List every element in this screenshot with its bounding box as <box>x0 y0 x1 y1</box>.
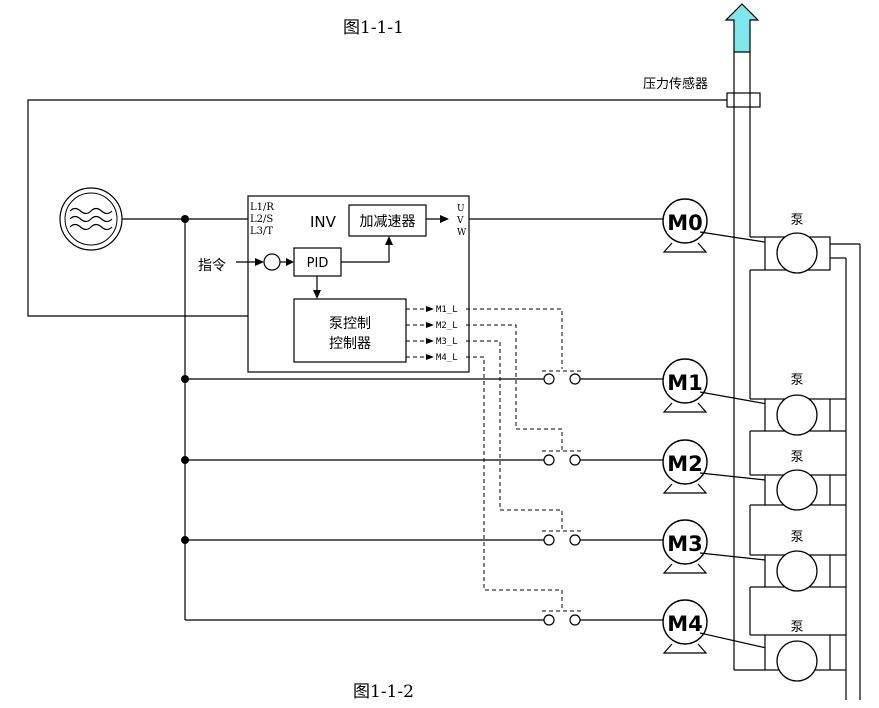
pid-input-arrow-icon <box>286 258 294 266</box>
m2-output-label: M2_L <box>436 321 458 331</box>
pid-to-controller-arrow-icon <box>313 290 321 299</box>
accel-decel-label: 加减速器 <box>360 214 416 230</box>
terminal-u: U <box>457 204 465 214</box>
summing-junction <box>263 253 281 271</box>
contactor-m4 <box>542 610 582 626</box>
m4-output-label: M4_L <box>436 353 458 363</box>
control-dashed-lines <box>466 308 563 610</box>
motor-m4: M4 <box>662 599 708 654</box>
outlet-arrow-icon <box>724 3 760 53</box>
m1-output-label: M1_L <box>436 305 458 315</box>
inv-label: INV <box>310 213 337 231</box>
motor-m0-label: M0 <box>667 211 703 235</box>
control-outputs <box>406 306 434 360</box>
pressure-sensor <box>726 92 761 108</box>
terminal-w: W <box>457 228 467 238</box>
pump-1: 泵 <box>764 373 831 436</box>
terminal-l1: L1/R <box>250 202 274 213</box>
motor-shafts <box>699 231 785 653</box>
m3-output-label: M3_L <box>436 337 458 347</box>
accel-output-arrow-icon <box>440 215 449 223</box>
motor-m1-label: M1 <box>667 371 703 395</box>
command-label: 指令 <box>198 258 226 274</box>
pump-controller-box <box>293 298 407 363</box>
accel-decel-box <box>348 204 427 237</box>
pump-4: 泵 <box>764 620 831 682</box>
sine-wave-icon <box>69 207 113 215</box>
pump-3-label: 泵 <box>790 530 803 545</box>
pump-4-label: 泵 <box>790 620 803 635</box>
terminal-v: V <box>456 216 464 226</box>
motor-m1: M1 <box>662 358 708 413</box>
power-bus <box>122 215 248 620</box>
pump-3: 泵 <box>764 530 831 592</box>
pid-label: PID <box>307 256 329 271</box>
main-pipe <box>733 52 765 671</box>
caption-top: 图1-1-1 <box>343 18 404 38</box>
pressure-sensor-label: 压力传感器 <box>643 76 708 92</box>
pump-controller-label-2: 控制器 <box>329 336 371 352</box>
pid-box <box>293 247 342 277</box>
motor-feed-lines <box>185 378 664 621</box>
pump-0: 泵 <box>764 213 831 274</box>
pump-0-label: 泵 <box>790 213 803 228</box>
contactor-m2 <box>542 450 582 466</box>
motor-m2-label: M2 <box>667 452 703 476</box>
caption-bottom: 图1-1-2 <box>353 682 414 702</box>
motor-m4-label: M4 <box>667 612 703 636</box>
terminal-l2: L2/S <box>250 214 273 225</box>
command-arrow-icon <box>255 258 264 266</box>
m4-output-arrow-icon <box>426 354 434 360</box>
motor-m3-label: M3 <box>667 532 703 556</box>
pump-controller-label-1: 泵控制 <box>329 316 371 332</box>
suction-manifold <box>830 243 861 700</box>
terminal-l3: L3/T <box>250 226 273 237</box>
motor-m0: M0 <box>662 198 708 253</box>
contactor-m1 <box>542 370 582 385</box>
pump-suction-lines <box>830 398 846 671</box>
m2-output-arrow-icon <box>426 322 434 328</box>
motor-m2: M2 <box>662 439 708 494</box>
m3-output-arrow-icon <box>426 338 434 344</box>
pump-2-label: 泵 <box>790 450 803 465</box>
contactor-m3 <box>542 530 582 546</box>
motor-m3: M3 <box>662 519 708 574</box>
pump-1-label: 泵 <box>790 373 803 388</box>
ac-power-source <box>59 187 123 251</box>
pid-to-accel-arrow-icon <box>385 236 393 245</box>
pump-2: 泵 <box>764 450 831 511</box>
m1-output-arrow-icon <box>426 306 434 312</box>
pid-to-accel-line <box>341 243 390 263</box>
